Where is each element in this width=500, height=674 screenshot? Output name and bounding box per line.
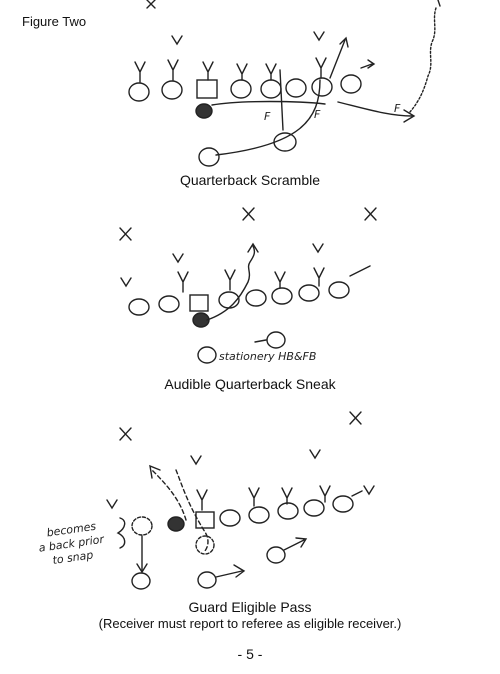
defender-x [349,411,362,425]
figure-title: Figure Two [22,14,87,29]
becomes-back-note: becomes a back prior to snap [38,520,106,567]
player-circle [298,284,320,302]
label-f1: F [264,110,271,123]
player-circle [266,331,286,349]
player-circle [128,298,150,316]
player-circle [161,80,183,100]
player-circle [285,78,307,98]
player-circle [230,79,252,99]
caption-qb-scramble: Quarterback Scramble [179,172,321,188]
defender-x [364,207,377,221]
player-circle [128,82,150,102]
guard-eligible-pass-diagram: becomes a back prior to snap [38,411,375,590]
label-f3: F [394,102,401,115]
center-square [195,511,215,529]
player-circle [273,132,297,152]
center-square [189,294,209,312]
note-line-3: to snap [52,548,94,567]
caption-guard-eligible-note: (Receiver must report to referee as elig… [98,616,402,631]
defender-x [119,427,132,441]
caption-guard-eligible-pass: Guard Eligible Pass [188,599,312,615]
player-circle [271,287,293,305]
defender-v [313,31,325,42]
stationary-note: stationery HB&FB [219,350,316,363]
player-circle [260,79,282,99]
player-circle [340,74,362,94]
player-circle [248,506,270,524]
page-number: - 5 - [237,646,263,662]
center-square [196,79,218,99]
player-circle [131,572,151,590]
caption-qb-sneak: Audible Quarterback Sneak [164,376,336,392]
qb-scramble-diagram: F F F [128,0,441,167]
player-circle [158,295,180,313]
qb-sneak-diagram: stationery HB&FB [119,207,377,364]
player-circle [197,346,217,364]
defender-x [119,227,132,241]
player-circle [311,77,333,97]
defender-x [146,0,156,9]
player-circle [328,281,350,299]
defender-v [171,35,183,46]
player-circle [219,509,241,527]
player-circle [131,516,153,536]
player-circle [245,289,267,307]
label-f2: F [314,108,321,121]
player-circle [197,571,217,589]
player-circle [277,502,299,520]
defender-x [242,207,255,221]
player-circle [266,546,286,564]
player-circle [303,499,325,517]
player-circle [332,495,354,513]
player-circle [198,147,220,167]
